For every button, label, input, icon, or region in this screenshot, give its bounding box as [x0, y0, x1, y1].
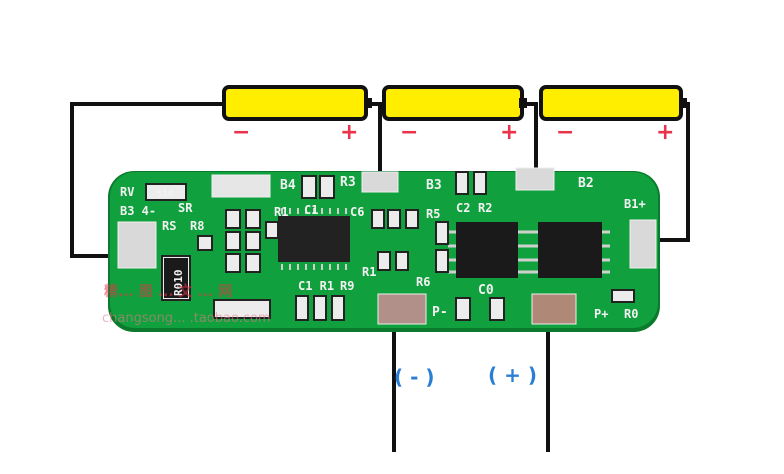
- silk-pplus: P+: [594, 307, 608, 321]
- silk-c2: C2: [456, 201, 470, 215]
- silk-sr: SR: [178, 201, 193, 215]
- pad-b4: [361, 171, 399, 193]
- output-negative-label: ( - ): [394, 365, 435, 389]
- output-positive-label: ( + ): [488, 363, 537, 387]
- pcb-board: R010 RV 510 B3 4- SR RS R8 R1 B4 R3 C1 C…: [108, 167, 660, 332]
- watermark-line-1: 精... 图 ... 文 ... 网: [104, 283, 232, 300]
- silk-pminus: P-: [432, 305, 448, 320]
- cell-1-plus: +: [340, 120, 358, 145]
- silk-r6: R6: [416, 275, 430, 289]
- pad-pminus: [377, 293, 427, 325]
- silk-b2: B2: [578, 176, 594, 191]
- cell-3-plus: +: [656, 120, 674, 145]
- silk-r1-mid: R1: [362, 265, 376, 279]
- output-labels: ( - ) ( + ): [394, 363, 537, 389]
- wire-b-minus: [70, 102, 227, 258]
- silk-r5: R5: [426, 207, 440, 221]
- ic-controller: [278, 216, 350, 262]
- polarity-signs: − + − + − +: [232, 120, 674, 145]
- silk-b34: B3 4-: [120, 204, 156, 218]
- mosfet-1: [456, 222, 518, 278]
- silk-b4: B4: [280, 178, 296, 193]
- silk-c1: C1: [304, 203, 318, 217]
- cell-1-minus: −: [232, 120, 250, 145]
- silk-r2: R2: [478, 201, 492, 215]
- silk-r1-top: R1: [274, 205, 288, 219]
- smd-components: [145, 171, 635, 321]
- pad-b3: [515, 167, 555, 191]
- silk-c6: C6: [350, 205, 364, 219]
- watermark: 精... 图 ... 文 ... 网 changsong... .taobao.…: [102, 283, 271, 326]
- ics: [278, 208, 610, 278]
- silk-510: 510: [156, 189, 174, 200]
- pad-b1: [629, 219, 657, 269]
- pad-top-left: [211, 174, 271, 198]
- mosfet-2: [538, 222, 602, 278]
- silk-b1: B1+: [624, 197, 646, 211]
- solder-pads: [117, 167, 657, 325]
- cell-3-minus: −: [556, 120, 574, 145]
- battery-cell-3: [539, 85, 687, 121]
- pad-bminus: [117, 221, 157, 269]
- cell-2-plus: +: [500, 120, 518, 145]
- cell-2-minus: −: [400, 120, 418, 145]
- silk-r3: R3: [340, 175, 356, 190]
- battery-cell-1: [222, 85, 372, 121]
- watermark-line-2: changsong... .taobao.com: [102, 311, 271, 326]
- silk-r8: R8: [190, 219, 204, 233]
- silk-c1r1: C1 R1: [298, 279, 334, 293]
- silk-b3: B3: [426, 178, 442, 193]
- silk-rs: RS: [162, 219, 176, 233]
- silk-rv: RV: [120, 185, 134, 199]
- battery-cell-2: [382, 85, 527, 121]
- wire-b4: [366, 102, 382, 178]
- silk-c0: C0: [478, 283, 494, 298]
- silkscreen: RV 510 B3 4- SR RS R8 R1 B4 R3 C1 C6 R5 …: [120, 175, 646, 321]
- silk-r0: R0: [624, 307, 638, 321]
- silk-r010: R010: [172, 270, 185, 297]
- silk-r9: R9: [340, 279, 354, 293]
- pad-pplus: [531, 293, 577, 325]
